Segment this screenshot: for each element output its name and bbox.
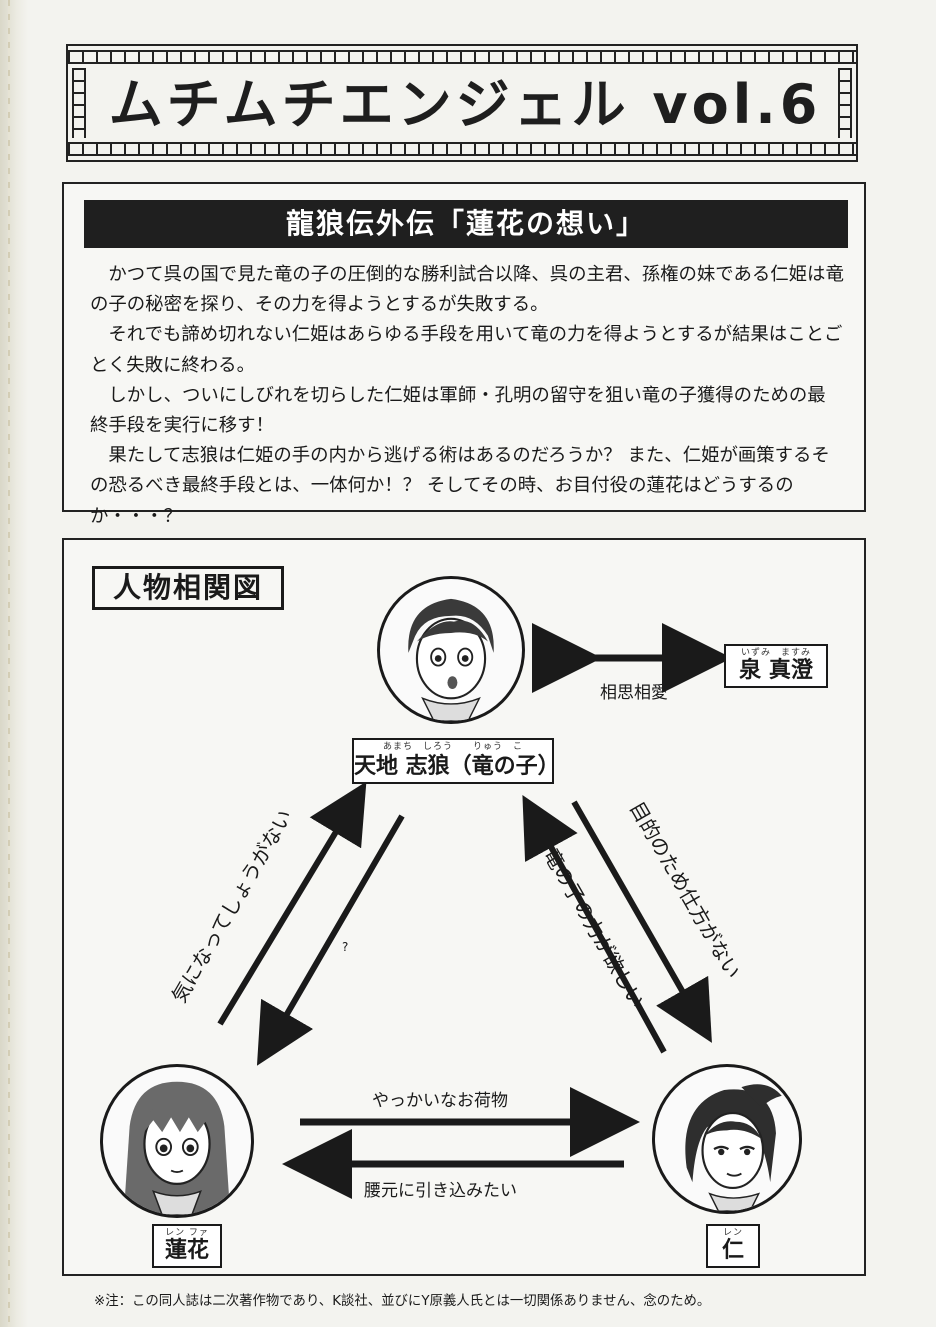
izumi-name-text: 泉 真澄 — [739, 658, 813, 683]
relation-ren-to-renfa: 腰元に引き込みたい — [364, 1181, 517, 1201]
renfa-ruby: レン ファ — [165, 1228, 209, 1238]
shirou-portrait — [377, 576, 525, 724]
izumi-name: いずみ ますみ 泉 真澄 — [724, 644, 828, 688]
shirou-ruby: あまち しろう りゅう こ — [382, 742, 523, 752]
ren-name: レン 仁 — [706, 1224, 760, 1268]
page-edge — [0, 0, 28, 1327]
disclaimer-footnote: ※注：この同人誌は二次著作物であり、K談社、並びにY原義人氏とは一切関係ありませ… — [94, 1294, 711, 1309]
page-title: ムチムチエンジェル vol.6 — [108, 73, 822, 136]
greek-key-border-bottom — [68, 142, 856, 156]
title-frame: ムチムチエンジェル vol.6 — [66, 44, 858, 162]
arrow-shirou-to-renfa — [256, 814, 405, 1066]
shirou-name-text: 天地 志狼（竜の子） — [354, 754, 560, 779]
renfa-portrait — [100, 1064, 254, 1218]
greek-key-border-right — [838, 68, 852, 138]
greek-key-border-top — [68, 50, 856, 64]
renfa-name: レン ファ 蓮花 — [152, 1224, 222, 1268]
ren-ruby: レン — [722, 1228, 743, 1238]
renfa-name-text: 蓮花 — [164, 1238, 209, 1263]
arrow-ren-to-shirou — [522, 794, 667, 1054]
shirou-name: あまち しろう りゅう こ 天地 志狼（竜の子） — [352, 738, 560, 784]
relationship-chart: 人物相関図 あまち しろう りゅう こ 天地 志狼（竜の子） — [62, 538, 866, 1276]
relationship-arrows — [217, 623, 732, 1199]
ren-portrait — [652, 1064, 802, 1214]
summary-body: かつて呉の国で見た竜の子の圧倒的な勝利試合以降、呉の主君、孫権の妹である仁姫は竜… — [90, 260, 844, 532]
izumi-ruby: いずみ ますみ — [740, 648, 811, 658]
chart-label: 人物相関図 — [92, 566, 284, 610]
story-summary: 龍狼伝外伝「蓮花の想い」 かつて呉の国で見た竜の子の圧倒的な勝利試合以降、呉の主… — [62, 182, 866, 527]
relation-renfa-to-ren: やっかいなお荷物 — [372, 1091, 508, 1111]
greek-key-border-left — [72, 68, 86, 138]
relation-shirou-to-renfa: ? — [342, 940, 349, 954]
ren-name-text: 仁 — [721, 1238, 744, 1263]
summary-paragraph: かつて呉の国で見た竜の子の圧倒的な勝利試合以降、呉の主君、孫権の妹である仁姫は竜… — [90, 264, 844, 316]
summary-paragraph: それでも諦め切れない仁姫はあらゆる手段を用いて竜の力を得ようとするが結果はことご… — [90, 324, 843, 376]
summary-heading: 龍狼伝外伝「蓮花の想い」 — [84, 200, 848, 248]
summary-paragraph: 果たして志狼は仁姫の手の内から逃げる術はあるのだろうか？ また、仁姫が画策するそ… — [90, 445, 830, 527]
summary-paragraph: しかし、ついにしびれを切らした仁姫は軍師・孔明の留守を狙い竜の子獲得のための最終… — [90, 384, 826, 437]
arrow-renfa-to-shirou — [217, 781, 367, 1026]
relation-shirou-izumi: 相思相愛 — [600, 683, 668, 703]
arrow-shirou-to-ren — [571, 800, 712, 1043]
